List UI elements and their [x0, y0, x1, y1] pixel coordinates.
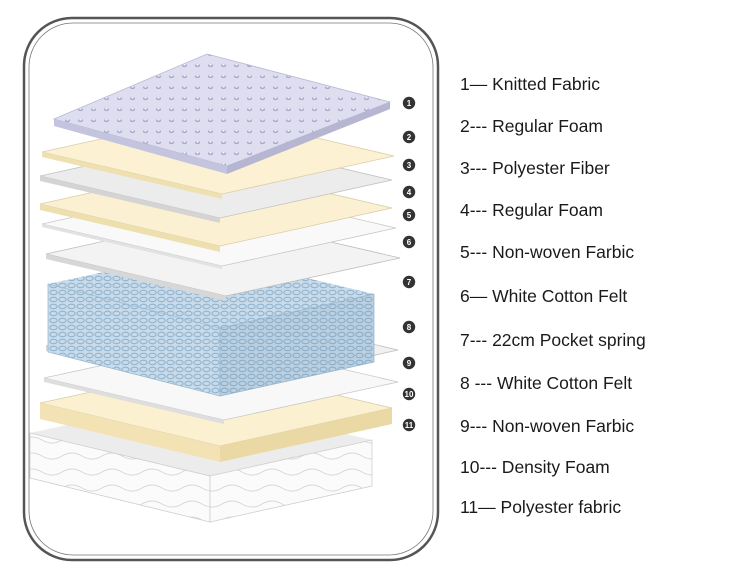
badge-number: 2 — [407, 133, 412, 142]
badge-circle — [402, 418, 416, 432]
badge-circle — [402, 185, 416, 199]
badge-number: 9 — [407, 359, 412, 368]
badge-circle — [402, 275, 416, 289]
badge-circle — [402, 356, 416, 370]
layer-badge-10: 10 — [402, 387, 416, 401]
mattress-layers-illustration: 1 2 3 4 5 6 7 8 9 10 11 — [22, 16, 440, 562]
layer-badge-7: 7 — [402, 275, 416, 289]
badge-circle — [402, 208, 416, 222]
legend-item-8: 8 --- White Cotton Felt — [460, 373, 633, 393]
layer-badge-3: 3 — [402, 158, 416, 172]
badge-number: 10 — [405, 390, 414, 399]
layer-badge-6: 6 — [402, 235, 416, 249]
frame-inner-border — [28, 22, 434, 556]
legend-item-9: 9--- Non-woven Farbic — [460, 416, 635, 436]
legend-item-1: 1— Knitted Fabric — [460, 74, 601, 94]
badge-circle — [402, 96, 416, 110]
legend-item-7: 7--- 22cm Pocket spring — [460, 330, 646, 350]
legend-item-2: 2--- Regular Foam — [460, 116, 603, 136]
badge-circle — [402, 158, 416, 172]
layer-badge-8: 8 — [402, 320, 416, 334]
layer-badge-9: 9 — [402, 356, 416, 370]
layer-badge-5: 5 — [402, 208, 416, 222]
legend-item-6: 6— White Cotton Felt — [460, 286, 628, 306]
frame-border — [22, 16, 440, 562]
legend-item-4: 4--- Regular Foam — [460, 200, 603, 220]
mattress-diagram-frame: 1 2 3 4 5 6 7 8 9 10 11 — [22, 16, 440, 562]
legend-item-10: 10--- Density Foam — [460, 457, 610, 477]
badge-number: 11 — [405, 421, 414, 430]
layer-badge-2: 2 — [402, 130, 416, 144]
layer-1-knitted-fabric — [52, 53, 392, 174]
badge-number: 6 — [407, 238, 412, 247]
badge-number: 4 — [407, 188, 412, 197]
layer-badge-4: 4 — [402, 185, 416, 199]
legend-item-3: 3--- Polyester Fiber — [460, 158, 610, 178]
layer-badge-1: 1 — [402, 96, 416, 110]
badge-circle — [402, 320, 416, 334]
badge-circle — [402, 235, 416, 249]
badge-number: 8 — [407, 323, 412, 332]
legend-item-5: 5--- Non-woven Farbic — [460, 242, 635, 262]
layer-number-badges: 1 2 3 4 5 6 7 8 9 10 11 — [402, 96, 416, 432]
badge-number: 5 — [407, 211, 412, 220]
badge-circle — [402, 130, 416, 144]
legend-item-11: 11— Polyester fabric — [460, 497, 622, 517]
badge-number: 3 — [407, 161, 412, 170]
badge-number: 1 — [407, 99, 412, 108]
badge-circle — [402, 387, 416, 401]
badge-number: 7 — [407, 278, 412, 287]
layer-badge-11: 11 — [402, 418, 416, 432]
